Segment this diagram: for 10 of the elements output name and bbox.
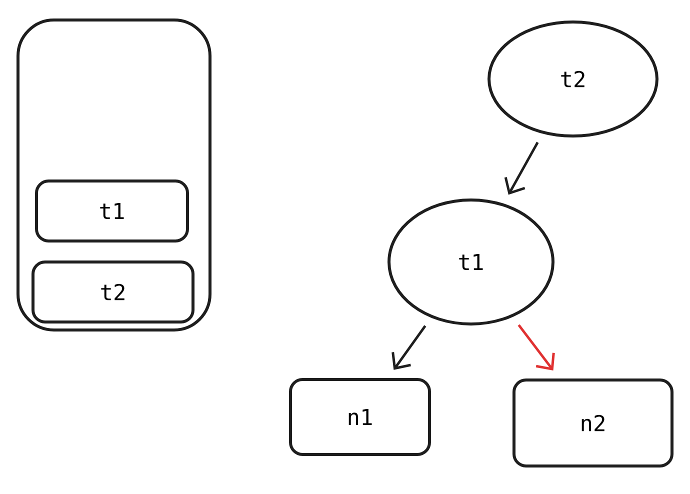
rounded-box: n2 xyxy=(512,378,674,468)
arrow xyxy=(392,325,426,370)
ellipse-node: t1 xyxy=(388,198,554,326)
rounded-box: t2 xyxy=(32,260,194,324)
rounded-box: t1 xyxy=(35,180,189,242)
container-box xyxy=(16,18,212,332)
arrow xyxy=(518,324,555,371)
rounded-box: n1 xyxy=(289,378,431,456)
ellipse-node: t2 xyxy=(488,20,658,138)
arrow xyxy=(504,142,539,195)
